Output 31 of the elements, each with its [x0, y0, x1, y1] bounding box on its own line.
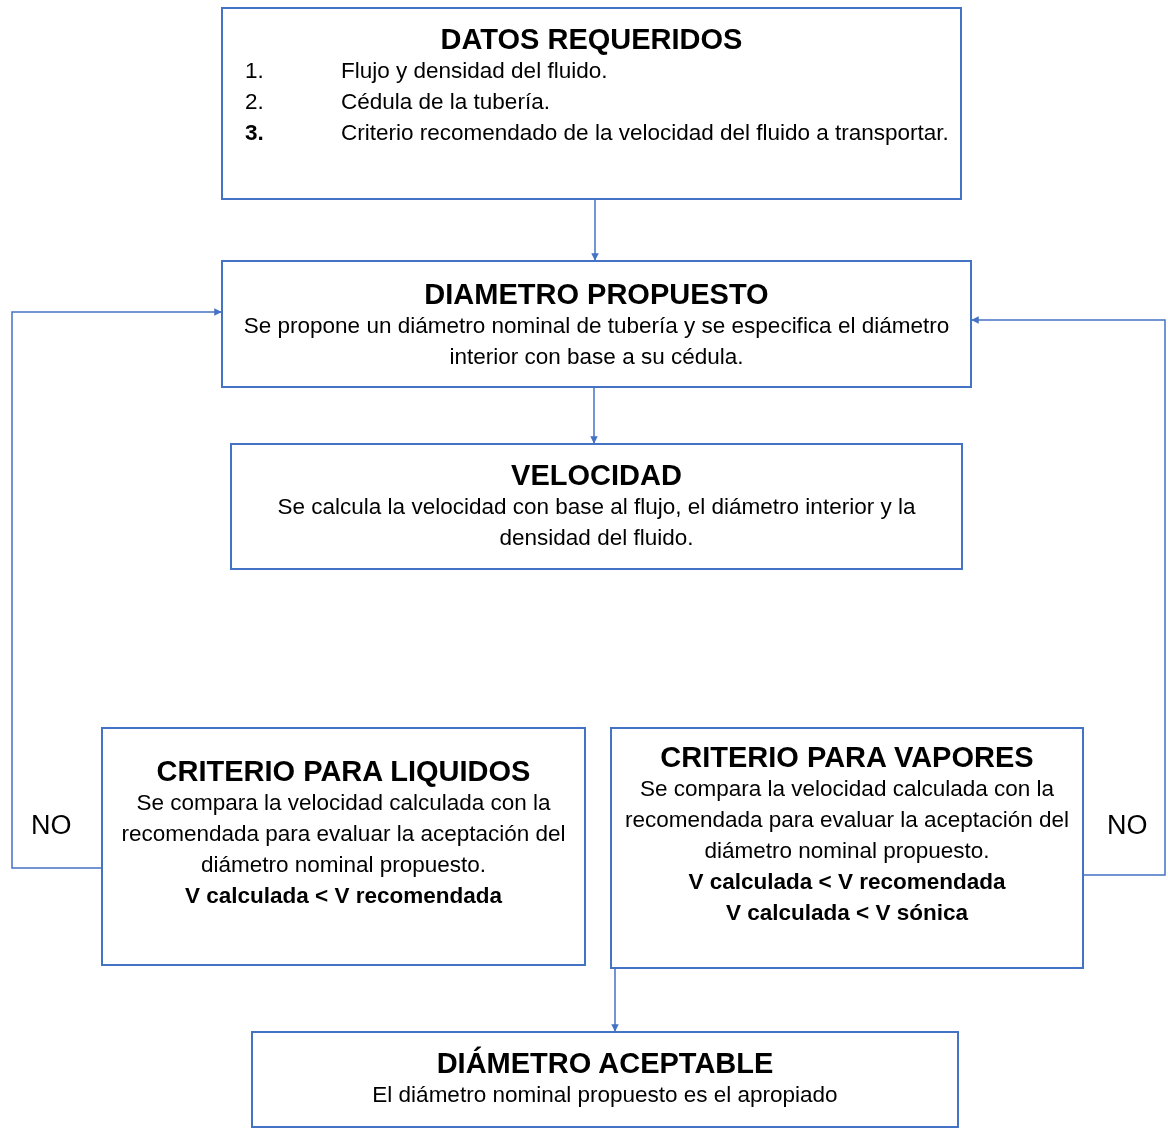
- data-box: [221, 7, 962, 200]
- condition-text: V calculada < V sónica: [726, 899, 968, 927]
- box-heading: CRITERIO PARA LIQUIDOS: [156, 755, 531, 787]
- process-box: [230, 443, 963, 570]
- criterion-box: [101, 727, 586, 966]
- list-number: 1.: [245, 57, 265, 85]
- arrow: [971, 316, 1166, 876]
- description-text: Se propone un diámetro nominal de tubería y se especifica el diámetro interior con base a su cédula.: [242, 312, 951, 371]
- arrow: [591, 199, 599, 261]
- process-box: [221, 260, 972, 388]
- list-number: 3.: [245, 119, 265, 147]
- box-heading: CRITERIO PARA VAPORES: [660, 741, 1034, 773]
- list-number: 2.: [245, 88, 265, 116]
- description-text: El diámetro nominal propuesto es el apropiado: [372, 1081, 838, 1109]
- arrow: [590, 387, 598, 444]
- list-item-text: Cédula de la tubería.: [341, 88, 551, 116]
- box-heading: DIÁMETRO ACEPTABLE: [436, 1047, 774, 1079]
- condition-text: V calculada < V recomendada: [185, 882, 502, 910]
- description-text: Se calcula la velocidad con base al flujo, el diámetro interior y la densidad del fluido.: [276, 493, 917, 552]
- arrow: [11, 308, 222, 869]
- list-item-text: Flujo y densidad del fluido.: [341, 57, 609, 85]
- arrow: [611, 968, 619, 1032]
- description-text: Se compara la velocidad calculada con la recomendada para evaluar la aceptación del diámetro nominal propuesto.: [120, 789, 567, 879]
- box-heading: DATOS REQUERIDOS: [440, 23, 743, 55]
- description-text: Se compara la velocidad calculada con la recomendada para evaluar la aceptación del diámetro nominal propuesto.: [623, 775, 1070, 865]
- list-item-text: Criterio recomendado de la velocidad del fluido a transportar.: [341, 119, 950, 147]
- result-box: [251, 1031, 959, 1128]
- box-heading: VELOCIDAD: [511, 459, 682, 491]
- criterion-box: [610, 727, 1084, 969]
- box-heading: DIAMETRO PROPUESTO: [424, 278, 769, 310]
- condition-text: V calculada < V recomendada: [688, 868, 1006, 896]
